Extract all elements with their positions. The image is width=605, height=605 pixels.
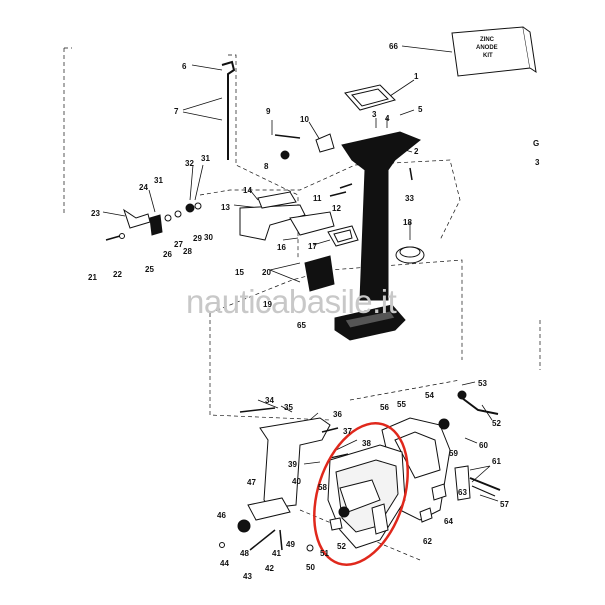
callout: 11	[313, 194, 322, 203]
callout: 20	[262, 268, 271, 277]
callout: 22	[113, 270, 122, 279]
callout: 30	[204, 233, 213, 242]
kit-box-line3: KIT	[483, 53, 493, 59]
callout: 8	[264, 162, 269, 171]
callout: 46	[217, 511, 226, 520]
callout: 32	[185, 159, 194, 168]
watermark-text: nauticabasile.it	[186, 283, 397, 320]
callout: 65	[297, 321, 306, 330]
callout: 18	[403, 218, 412, 227]
callout: 50	[306, 563, 315, 572]
callout: 19	[263, 300, 272, 309]
callout: 25	[145, 265, 154, 274]
upper-assembly-parts	[105, 60, 425, 341]
kit-box-line2: ANODE	[476, 45, 498, 51]
callout: 66	[389, 42, 398, 51]
callout: 35	[284, 403, 293, 412]
callout: 7	[174, 107, 179, 116]
callout: 12	[332, 204, 341, 213]
callout: 37	[343, 427, 352, 436]
kit-box-line1: ZINC	[480, 37, 495, 43]
highlight-ring	[313, 422, 409, 566]
callout: 27	[174, 240, 183, 249]
callout: 10	[300, 115, 309, 124]
callout: 60	[479, 441, 488, 450]
leader-lines	[102, 45, 499, 502]
callout: 57	[500, 500, 509, 509]
callout-numbers: 66 1 6 7 2 3 4 5 9 10 8 32 31 24 31 23 2…	[88, 42, 509, 581]
callout: 52	[337, 542, 346, 551]
callout: 21	[88, 273, 97, 282]
callout: 1	[414, 72, 419, 81]
callout: 3	[372, 110, 377, 119]
callout: 44	[220, 559, 229, 568]
callout: 13	[221, 203, 230, 212]
callout: 4	[385, 114, 390, 123]
side-mark-b: 3	[535, 158, 540, 167]
callout: 53	[478, 379, 487, 388]
callout: 16	[277, 243, 286, 252]
callout: 9	[266, 107, 271, 116]
callout: 28	[183, 247, 192, 256]
callout: 34	[265, 396, 274, 405]
callout: 47	[247, 478, 256, 487]
callout: 31	[201, 154, 210, 163]
callout: 26	[163, 250, 172, 259]
callout: 14	[243, 186, 252, 195]
zinc-anode-kit-box: ZINC ANODE KIT	[451, 26, 537, 77]
callout: 31	[154, 176, 163, 185]
callout: 5	[418, 105, 423, 114]
callout: 64	[444, 517, 453, 526]
callout: 62	[423, 537, 432, 546]
callout: 38	[362, 439, 371, 448]
callout: 54	[425, 391, 434, 400]
callout: 2	[414, 147, 419, 156]
callout: 59	[449, 449, 458, 458]
lower-assembly-parts	[219, 390, 501, 552]
callout: 61	[492, 457, 501, 466]
callout: 15	[235, 268, 244, 277]
callout: 6	[182, 62, 187, 71]
callout: 39	[288, 460, 297, 469]
side-mark-a: G	[533, 139, 539, 148]
callout: 41	[272, 549, 281, 558]
callout: 29	[193, 234, 202, 243]
callout: 55	[397, 400, 406, 409]
callout: 49	[286, 540, 295, 549]
callout: 33	[405, 194, 414, 203]
callout: 42	[265, 564, 274, 573]
callout: 17	[308, 242, 317, 251]
callout: 40	[292, 477, 301, 486]
callout: 63	[458, 488, 467, 497]
callout: 51	[320, 549, 329, 558]
callout: 48	[240, 549, 249, 558]
callout: 58	[318, 483, 327, 492]
callout: 24	[139, 183, 148, 192]
callout: 56	[380, 403, 389, 412]
callout: 43	[243, 572, 252, 581]
callout: 52	[492, 419, 501, 428]
callout: 23	[91, 209, 100, 218]
callout: 36	[333, 410, 342, 419]
